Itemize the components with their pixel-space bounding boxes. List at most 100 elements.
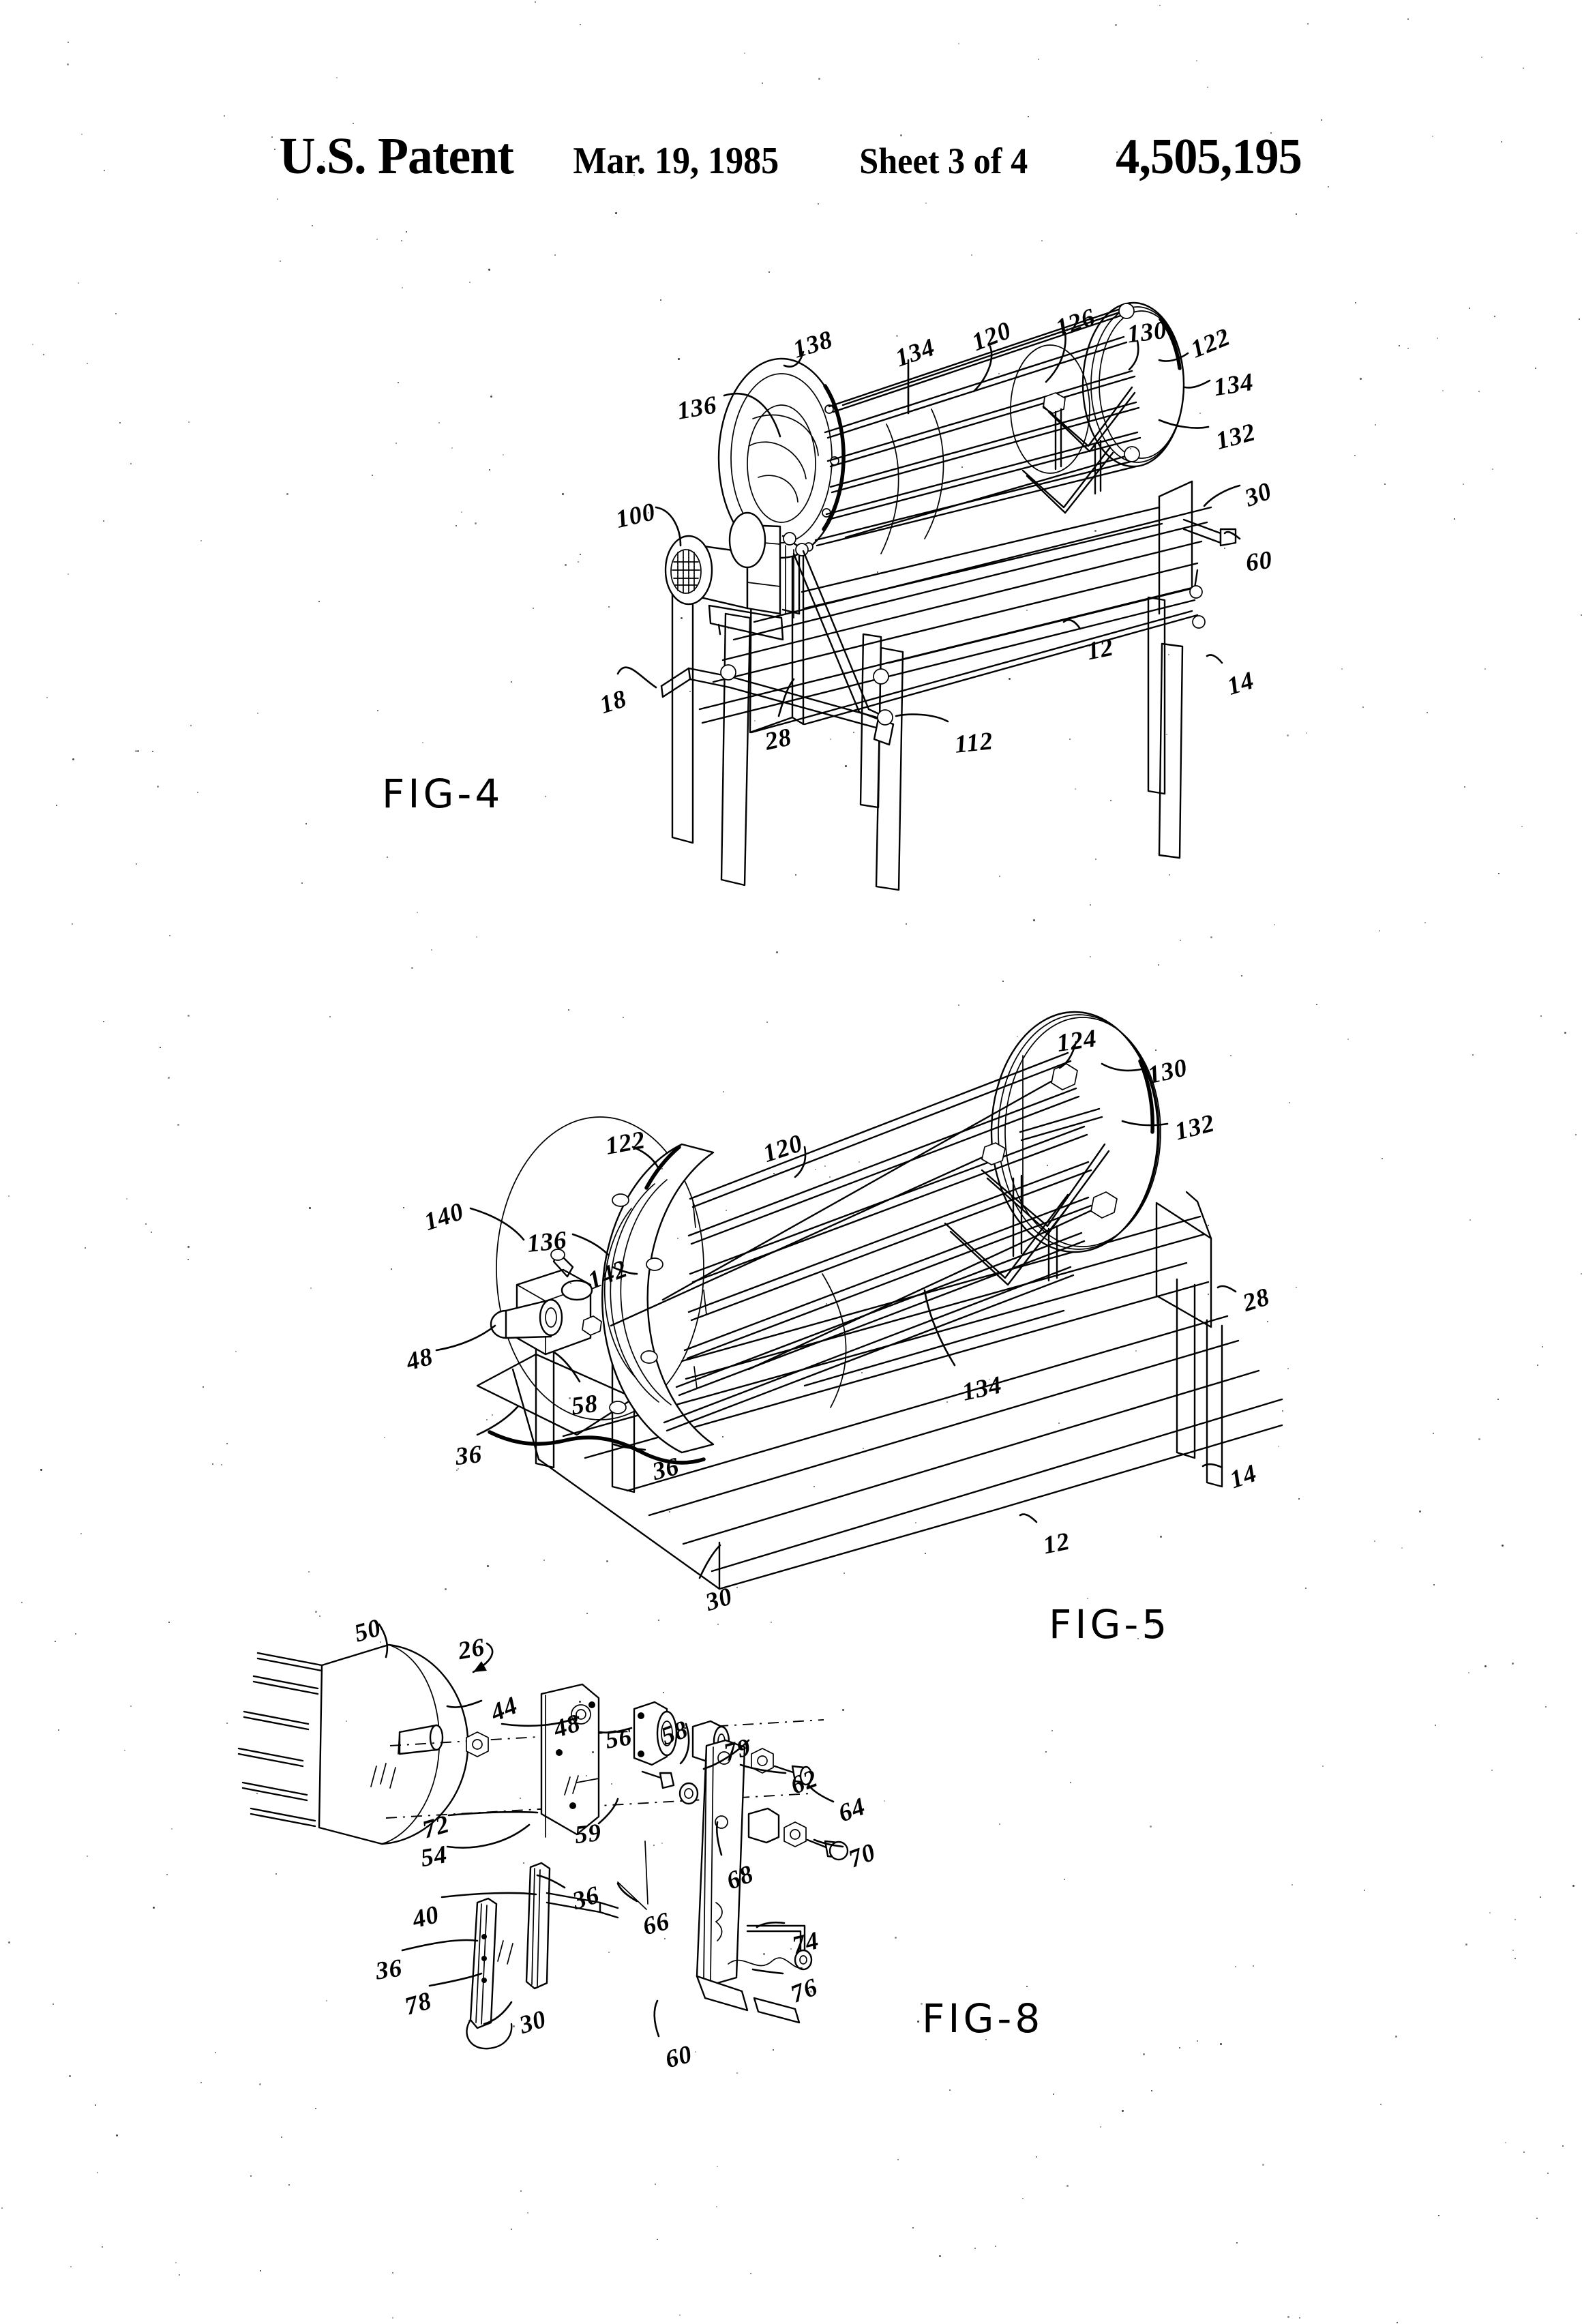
scan-speck (78, 282, 79, 284)
scan-speck (1267, 1321, 1268, 1322)
scan-speck (277, 198, 278, 200)
scan-speck (80, 1533, 82, 1534)
scan-speck (958, 1004, 959, 1006)
scan-speck (8, 1941, 10, 1943)
scan-speck (1514, 1958, 1516, 1959)
scan-speck (372, 475, 373, 476)
scan-speck (1220, 2043, 1222, 2045)
scan-speck (580, 554, 581, 555)
scan-speck (1282, 1410, 1283, 1412)
scan-speck (1151, 2090, 1152, 2091)
scan-speck (475, 522, 477, 524)
scan-speck (235, 1351, 237, 1352)
scan-speck (1143, 2053, 1145, 2055)
scan-speck (1505, 2142, 1506, 2143)
scan-speck (1296, 1287, 1297, 1288)
scan-speck (859, 1161, 860, 1163)
scan-speck (1523, 68, 1524, 69)
scan-speck (736, 1587, 738, 1588)
scan-speck (275, 1873, 277, 1875)
scan-speck (329, 1016, 331, 1017)
fig8-leader-lines (378, 1623, 844, 2038)
scan-speck (1116, 151, 1118, 153)
scan-speck (1306, 732, 1307, 734)
scan-speck (818, 78, 820, 80)
scan-speck (1355, 302, 1356, 303)
scan-speck (974, 2248, 976, 2249)
scan-speck (67, 63, 69, 65)
scan-speck (95, 2104, 96, 2106)
scan-speck (1131, 376, 1133, 378)
scan-speck (1464, 786, 1465, 788)
scan-speck (999, 1823, 1000, 1825)
scan-speck (565, 564, 567, 566)
scan-speck (1395, 2036, 1397, 2038)
scan-speck (1289, 1102, 1290, 1103)
scan-speck (8, 1195, 10, 1197)
scan-speck (1463, 483, 1464, 485)
scan-speck (1066, 328, 1068, 329)
scan-speck (492, 1414, 493, 1416)
scan-speck (391, 1268, 392, 1270)
scan-speck (1542, 1346, 1543, 1347)
scan-speck (810, 1991, 812, 1993)
scan-speck (925, 203, 927, 204)
scan-speck (1438, 2215, 1439, 2216)
scan-speck (946, 1401, 948, 1403)
scan-speck (939, 2255, 941, 2257)
scan-speck (608, 606, 610, 608)
scan-speck (773, 2049, 774, 2051)
scan-speck (1469, 1219, 1471, 1221)
scan-speck (72, 758, 74, 760)
scan-speck (1022, 2198, 1024, 2199)
scan-speck (476, 936, 477, 938)
scan-speck (814, 1486, 815, 1487)
reference-numeral: 130 (1125, 316, 1169, 349)
scan-speck (130, 1705, 132, 1707)
fig4-geometry (660, 301, 1237, 891)
sheet-number: Sheet 3 of 4 (859, 140, 1028, 181)
scan-speck (136, 863, 137, 865)
scan-speck (53, 2003, 54, 2005)
scan-speck (1572, 1885, 1574, 1887)
reference-numeral: 26 (456, 1633, 488, 1666)
scan-speck (1210, 936, 1212, 938)
scan-speck (1536, 2218, 1538, 2219)
scan-speck (1468, 1672, 1469, 1673)
scan-speck (119, 422, 121, 423)
scan-speck (1274, 924, 1275, 925)
scan-speck (103, 1021, 104, 1022)
scan-speck (438, 422, 440, 423)
scan-speck (315, 2108, 316, 2109)
scan-speck (160, 1047, 161, 1048)
scan-speck (413, 1365, 414, 1366)
scan-speck (188, 1259, 189, 1260)
scan-speck (660, 299, 661, 301)
reference-numeral: 134 (1212, 368, 1256, 402)
scan-speck (1362, 706, 1364, 708)
reference-numeral: 36 (374, 1954, 404, 1986)
scan-speck (1159, 5, 1161, 6)
scan-speck (661, 1843, 663, 1844)
scan-speck (1278, 1446, 1279, 1447)
scan-speck (1221, 332, 1223, 333)
scan-speck (1419, 1510, 1421, 1513)
scan-speck (776, 951, 778, 953)
scan-speck (1017, 1036, 1018, 1037)
scan-speck (190, 725, 192, 726)
scan-speck (1360, 378, 1362, 380)
scan-speck (657, 2239, 658, 2240)
scan-speck (1100, 2126, 1101, 2128)
scan-speck (1576, 233, 1577, 234)
scan-speck (610, 1276, 612, 1277)
scan-speck (169, 935, 170, 936)
scan-speck (766, 1022, 768, 1023)
scan-speck (1374, 1540, 1375, 1542)
scan-speck (280, 260, 281, 262)
reference-numeral: 12 (1041, 1527, 1073, 1560)
scan-speck (72, 923, 73, 925)
scan-speck (830, 739, 831, 740)
scan-speck (68, 573, 69, 575)
scan-speck (1199, 413, 1201, 414)
scan-speck (179, 2274, 180, 2276)
